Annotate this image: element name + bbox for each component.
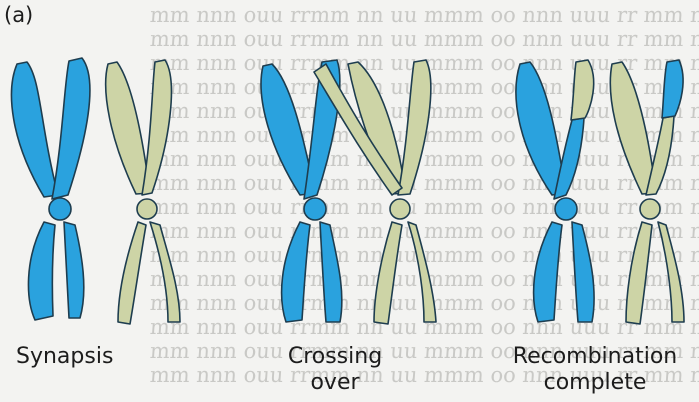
- panel-letter: (a): [4, 2, 33, 28]
- blue-tip-recombined: [662, 60, 683, 118]
- recombination-stage: [516, 60, 684, 324]
- crossing-over-label: Crossing over: [270, 344, 400, 396]
- synapsis-stage: [12, 58, 180, 324]
- crossing-over-label-line-1: Crossing: [270, 344, 400, 370]
- recombination-label: Recombination complete: [490, 344, 699, 396]
- recombination-label-line-1: Recombination: [490, 344, 699, 370]
- green-chromosome-synapsis: [106, 60, 180, 324]
- green-tip-recombined: [571, 60, 594, 120]
- recombination-label-line-2: complete: [490, 370, 699, 396]
- crossing-over-stage: [261, 60, 436, 324]
- synapsis-label: Synapsis: [16, 344, 166, 370]
- synapsis-label-line-1: Synapsis: [16, 344, 166, 370]
- crossing-over-label-line-2: over: [270, 370, 400, 396]
- blue-chromosome-synapsis: [12, 58, 90, 320]
